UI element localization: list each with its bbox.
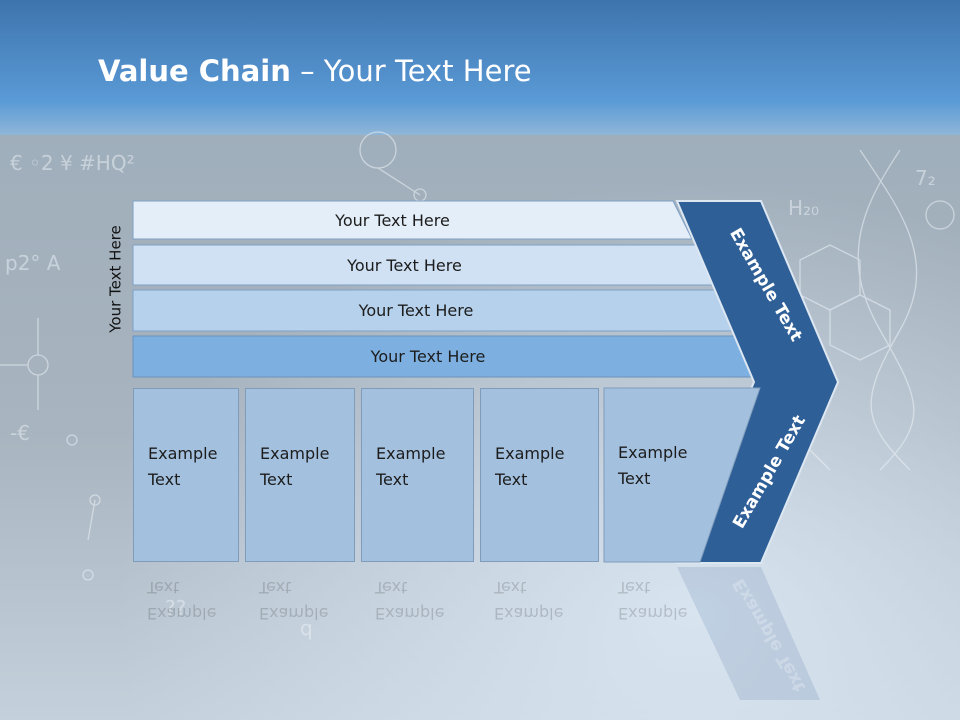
column-3-reflection-line2: Text — [375, 578, 408, 597]
band-2: Your Text Here — [133, 246, 716, 284]
band-3-label: Your Text Here — [358, 300, 474, 320]
column-1-line2: Text — [148, 470, 181, 489]
column-3-line1: Example — [376, 444, 446, 463]
column-2-reflection-line2: Text — [259, 578, 292, 597]
column-2-reflection: Example Text — [245, 566, 355, 686]
band-1: Your Text Here — [133, 201, 692, 239]
band-4-label: Your Text Here — [370, 346, 486, 366]
svg-text:€ ◦2 ¥ #HQ²: € ◦2 ¥ #HQ² — [10, 151, 135, 175]
band-1-label: Your Text Here — [335, 210, 450, 230]
svg-text:H₂₀: H₂₀ — [788, 196, 819, 220]
title-rest-part: – Your Text Here — [290, 54, 532, 88]
column-1-reflection: Example Text — [133, 566, 239, 686]
column-3-reflection-line1: Example — [375, 604, 445, 623]
last-column-shape — [603, 387, 761, 563]
column-1-line1: Example — [148, 444, 218, 463]
title-bold-part: Value Chain — [98, 54, 291, 88]
svg-text:-€: -€ — [10, 421, 30, 445]
column-4-reflection: Example Text — [480, 566, 599, 686]
column-5-line1: Example — [618, 443, 688, 462]
column-4-line1: Example — [495, 444, 565, 463]
chevron-reflection — [677, 567, 820, 700]
column-3-reflection: Example Text — [361, 566, 474, 686]
band-shape-1 — [132, 200, 693, 240]
column-1-reflection-line2: Text — [147, 578, 180, 597]
column-5-reflection: Example Text — [604, 566, 694, 686]
column-4-line2: Text — [495, 470, 528, 489]
column-2-line2: Text — [260, 470, 293, 489]
column-5-reflection-line2: Text — [618, 578, 651, 597]
column-4-reflection-line2: Text — [494, 578, 527, 597]
column-1-reflection-line1: Example — [147, 604, 217, 623]
column-5-line2: Text — [618, 469, 651, 488]
slide-title: Value Chain – Your Text Here — [98, 54, 532, 88]
column-4-reflection-line1: Example — [494, 604, 564, 623]
column-2-reflection-line1: Example — [259, 604, 329, 623]
svg-text:q: q — [300, 616, 313, 640]
band-3: Your Text Here — [133, 291, 739, 329]
column-3-line2: Text — [376, 470, 409, 489]
svg-text:p2° A: p2° A — [5, 251, 61, 275]
svg-text:7₂: 7₂ — [915, 166, 936, 190]
band-2-label: Your Text Here — [347, 255, 462, 275]
column-5-reflection-line1: Example — [618, 604, 688, 623]
column-2-line1: Example — [260, 444, 330, 463]
band-4: Your Text Here — [133, 337, 763, 375]
svg-text:??: ?? — [165, 596, 186, 620]
